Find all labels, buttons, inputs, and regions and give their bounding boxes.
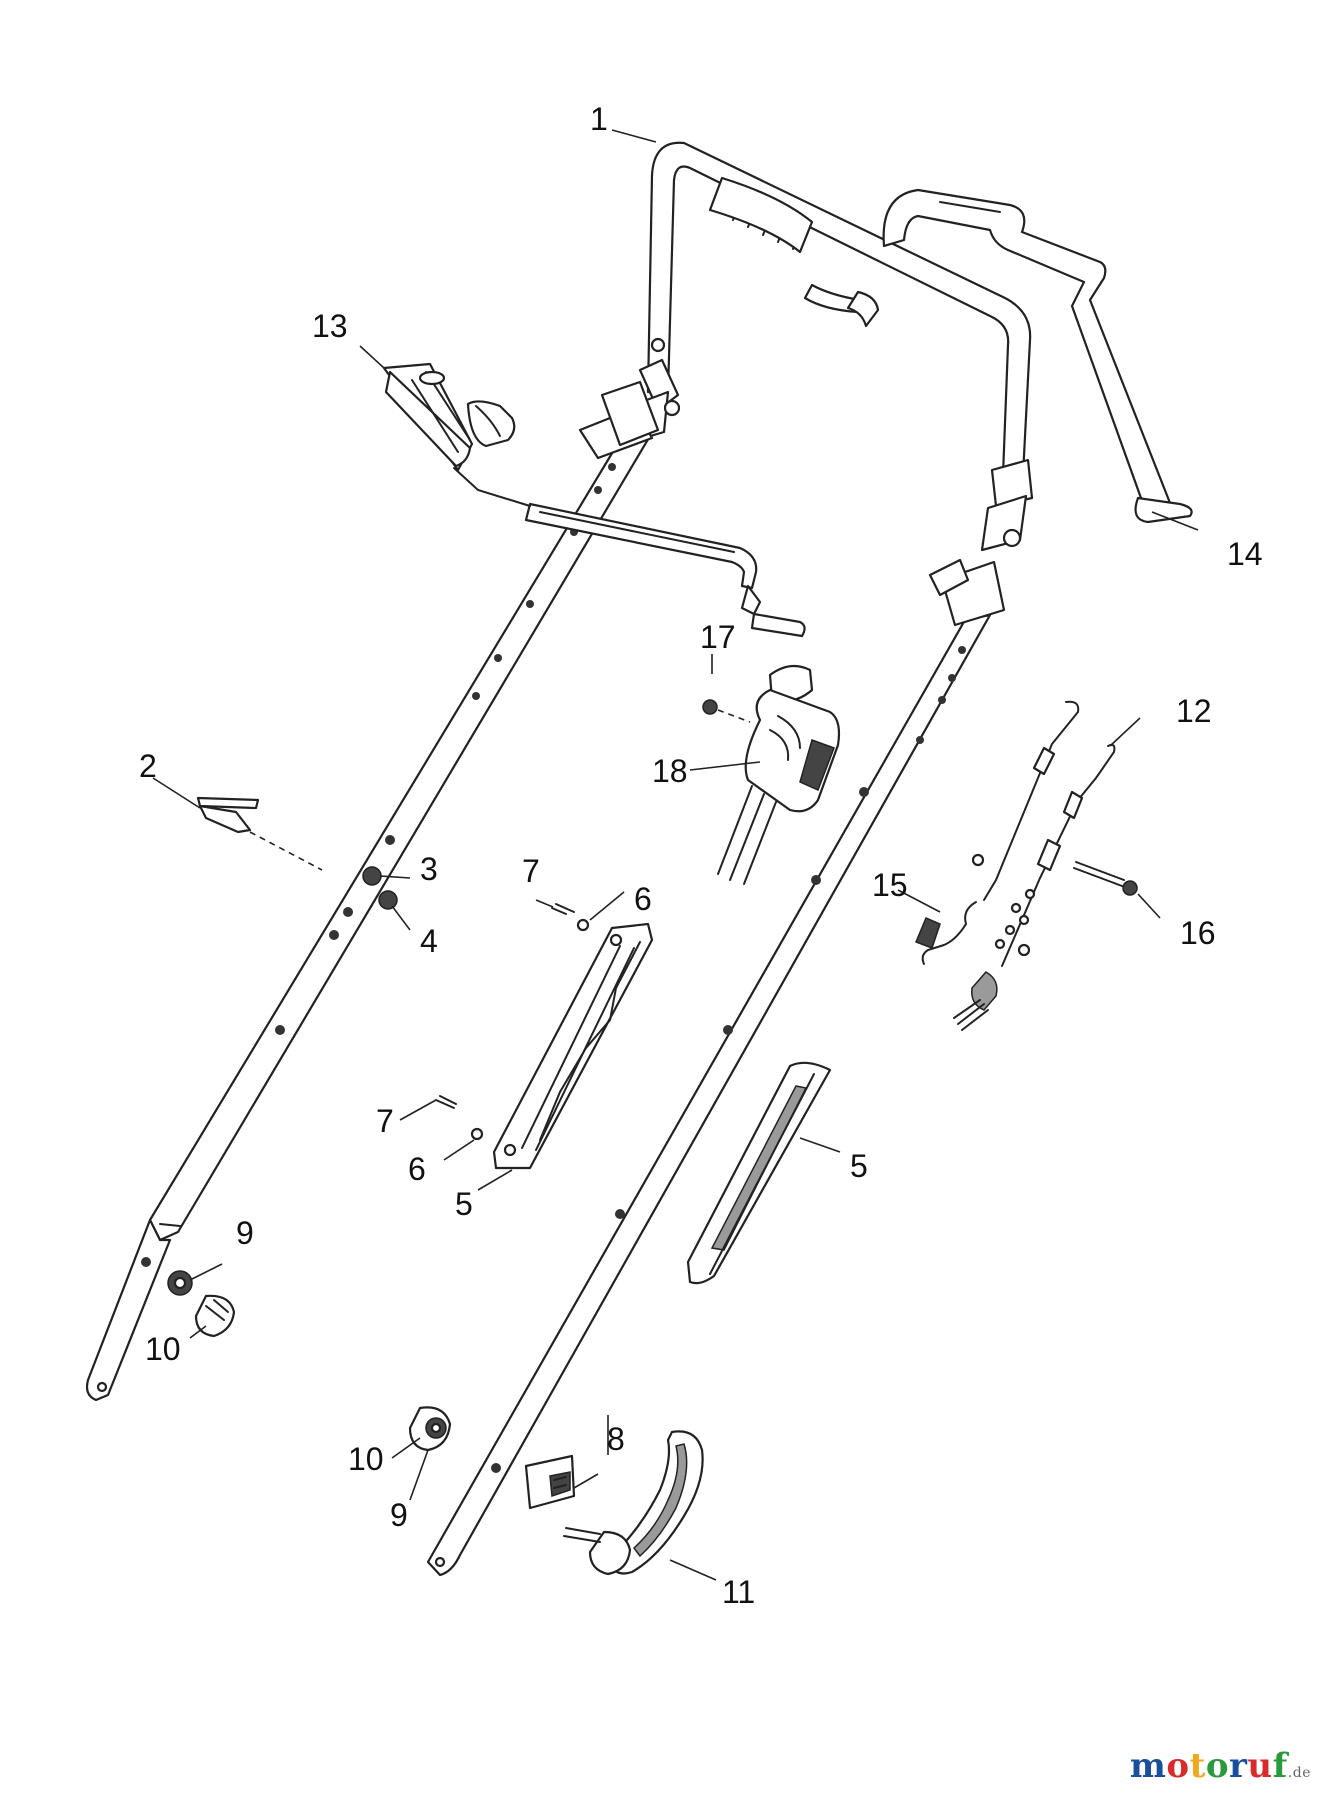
label-3: 3 [420,851,438,887]
label-10-lower: 10 [348,1441,384,1477]
part-8-clip [524,1415,609,1510]
label-16: 16 [1180,915,1216,951]
label-5-left: 5 [455,1186,473,1222]
part-numbers: 1 13 14 2 3 4 7 6 17 18 12 15 16 7 6 5 5… [139,101,1263,1610]
label-14: 14 [1227,536,1263,572]
knob-lower [408,1406,452,1452]
label-1: 1 [590,101,608,137]
label-5-right: 5 [850,1148,868,1184]
bolt-16 [994,861,1138,950]
part-11-lever [563,1430,704,1576]
label-9-lower: 9 [390,1497,408,1533]
screw-lower [435,1095,484,1141]
label-15: 15 [872,867,908,903]
part-2-clip [196,796,323,871]
watermark-letter: o [1205,1746,1229,1786]
leader-lines [152,129,1199,1581]
watermark-letter: m [1129,1746,1167,1786]
label-13: 13 [312,308,348,344]
switch-housing [702,664,841,885]
lower-left-tube [85,380,660,1402]
control-lever [382,362,806,638]
screw-upper [551,903,590,932]
label-6-upper: 6 [634,881,652,917]
watermark-letter: t [1189,1746,1206,1786]
watermark-suffix: .de [1287,1765,1311,1781]
watermark-logo: motoruf.de [1130,1746,1311,1786]
cable-15 [915,700,1080,965]
watermark-letter: f [1272,1746,1288,1786]
drive-bail [882,188,1193,524]
label-2: 2 [139,748,157,784]
watermark-letter: o [1166,1746,1190,1786]
label-9-upper: 9 [236,1215,254,1251]
knob-upper [167,1270,236,1338]
label-6-lower: 6 [408,1151,426,1187]
label-17: 17 [700,619,736,655]
label-11: 11 [722,1574,755,1610]
label-4: 4 [420,923,438,959]
label-12: 12 [1176,693,1212,729]
watermark-letter: u [1247,1746,1273,1786]
lower-right-tube [426,558,1006,1577]
cable-12 [953,743,1116,1031]
label-10-upper: 10 [145,1331,181,1367]
label-18: 18 [652,753,688,789]
label-7-lower: 7 [376,1103,394,1139]
cable-holder-right [686,1061,832,1285]
label-8: 8 [607,1421,625,1457]
watermark-letter: r [1229,1746,1248,1786]
upper-handle [614,141,1034,552]
part-4-nut [378,890,398,910]
part-3-washer [362,866,382,886]
label-7-upper: 7 [522,853,540,889]
cable-holder-left [492,922,654,1170]
